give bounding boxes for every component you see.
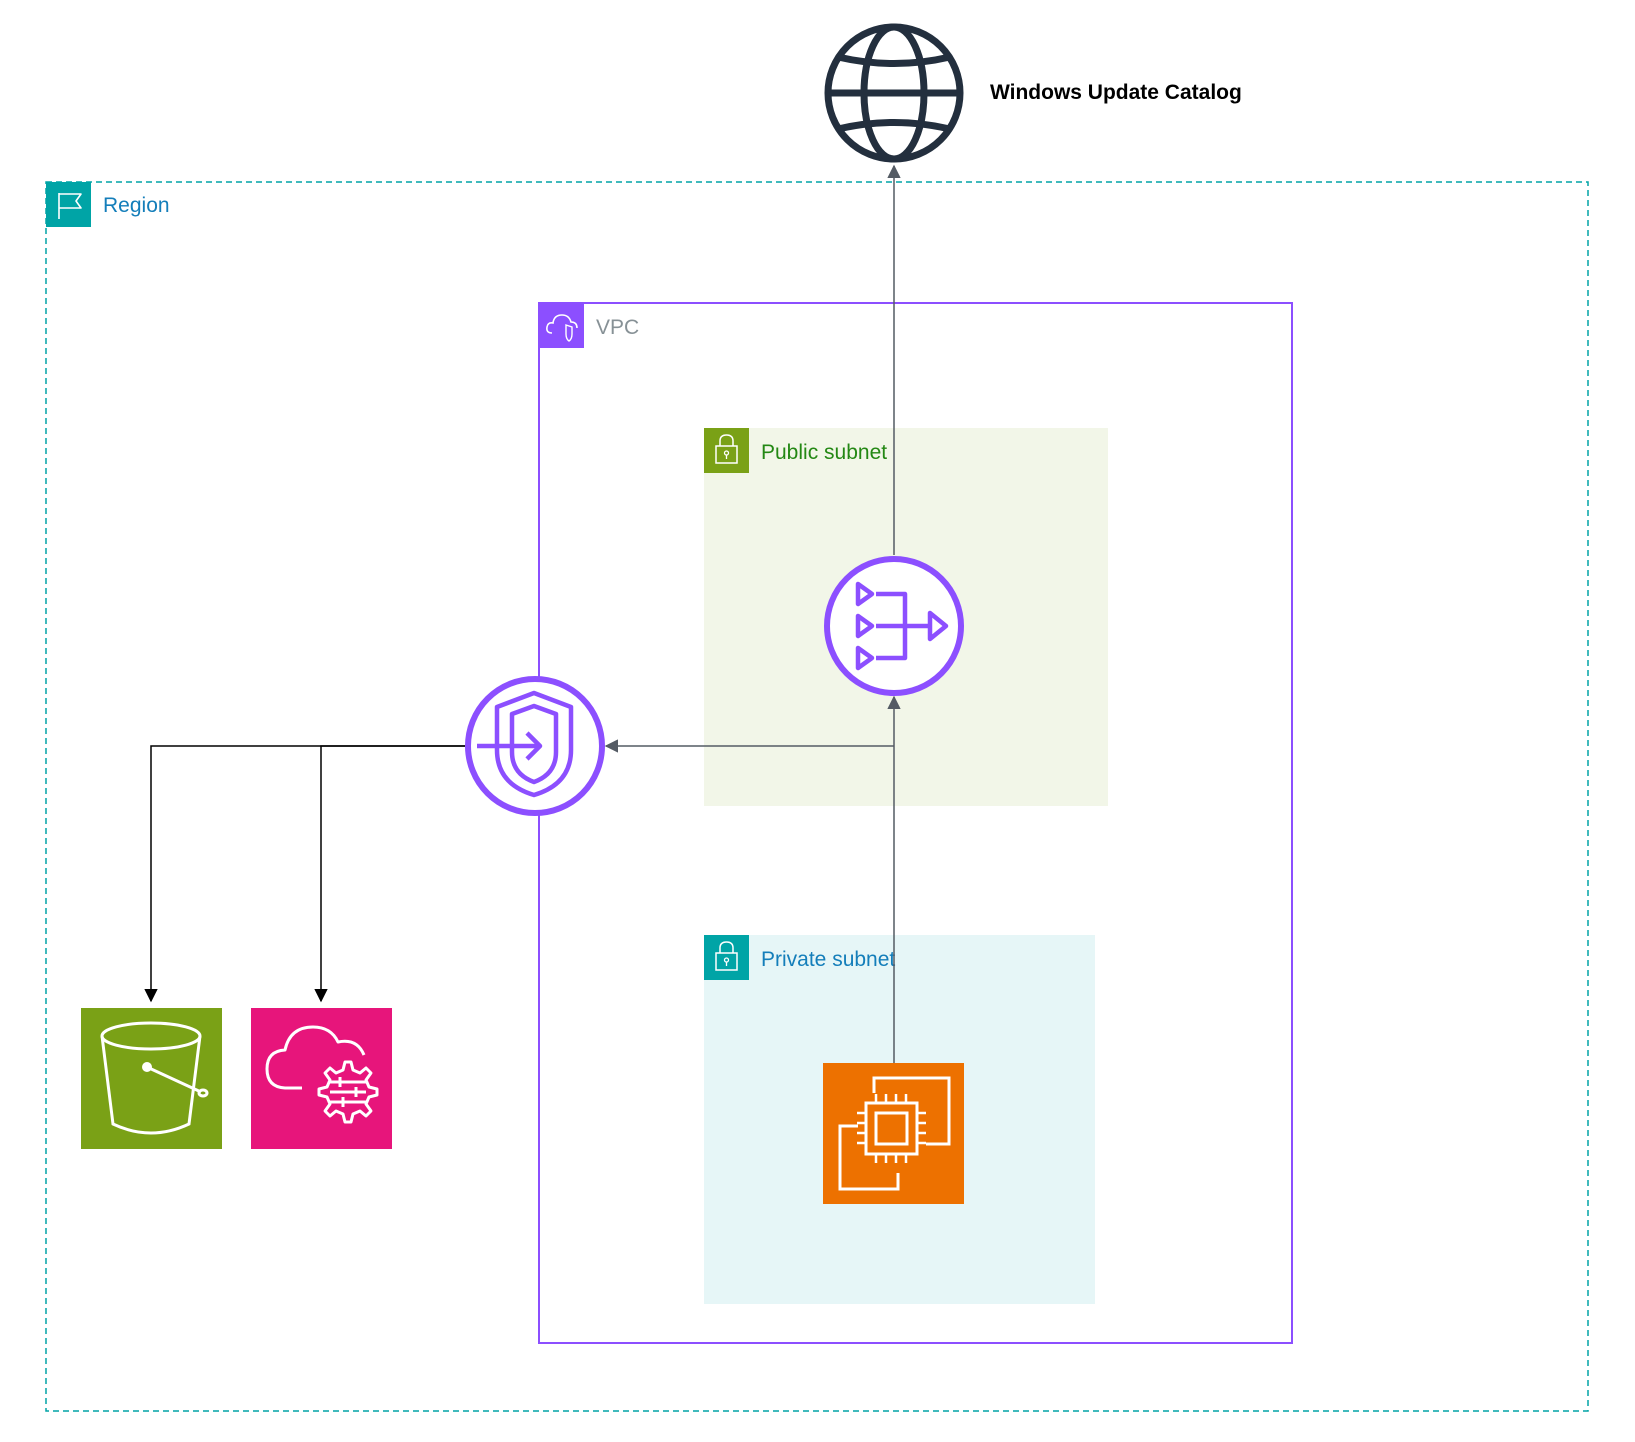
public-subnet-label: Public subnet <box>761 441 887 464</box>
connectors <box>144 164 901 1063</box>
ec2-instance-node[interactable] <box>823 1063 964 1204</box>
nat-gateway-node[interactable] <box>824 556 964 696</box>
globe-icon <box>824 23 964 163</box>
edge-endpoint-to-ssm <box>314 745 465 1003</box>
private-subnet-label: Private subnet <box>761 948 895 971</box>
region-border <box>45 181 1589 1412</box>
region-flag-icon <box>46 182 91 227</box>
vpc-cloud-icon <box>539 303 584 348</box>
systems-manager-icon <box>251 1008 392 1149</box>
vpc-label: VPC <box>596 316 639 339</box>
vpc-endpoint-icon <box>465 676 605 816</box>
systems-manager-node[interactable] <box>251 1008 392 1149</box>
region-label: Region <box>103 194 170 217</box>
private-subnet-lock-icon <box>704 935 749 980</box>
edge-endpoint-to-s3 <box>144 745 465 1003</box>
internet-node[interactable]: Windows Update Catalog <box>824 23 1242 163</box>
ec2-instance-icon <box>823 1063 964 1204</box>
public-subnet-lock-icon <box>704 428 749 473</box>
vpc-endpoint-node[interactable] <box>465 676 605 816</box>
s3-bucket-node[interactable] <box>81 1008 222 1149</box>
nat-gateway-icon <box>824 556 964 696</box>
vpc-border <box>538 302 1293 1344</box>
vpc-group[interactable]: VPC <box>538 302 1293 1344</box>
region-group[interactable]: Region <box>45 181 1589 1412</box>
windows-update-catalog-label: Windows Update Catalog <box>990 81 1242 104</box>
s3-bucket-icon <box>81 1008 222 1149</box>
